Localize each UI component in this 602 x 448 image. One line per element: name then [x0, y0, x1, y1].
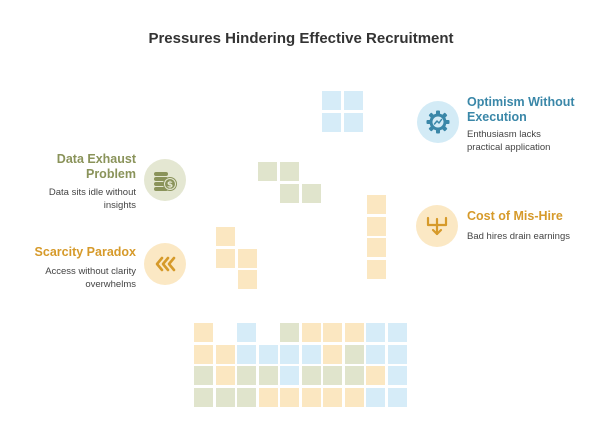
decorative-tile	[344, 366, 364, 385]
decorative-tile	[216, 227, 235, 246]
decorative-tile	[258, 162, 277, 181]
decorative-tile	[344, 387, 364, 407]
gear-chart-icon	[426, 110, 450, 134]
data-exhaust-heading: Data Exhaust Problem	[56, 152, 136, 181]
decorative-tile	[216, 249, 235, 268]
decorative-tile	[194, 387, 213, 407]
decorative-tile	[367, 217, 386, 236]
decorative-tile	[194, 323, 213, 342]
decorative-tile	[280, 184, 299, 203]
mis-hire-heading: Cost of Mis-Hire	[467, 209, 563, 223]
decorative-tile	[344, 344, 364, 364]
decorative-tile	[344, 323, 364, 342]
triple-chevron-left-icon	[155, 256, 176, 272]
decorative-tile	[302, 184, 321, 203]
decorative-tile	[387, 344, 407, 364]
decorative-tile	[280, 344, 299, 364]
decorative-tile	[238, 249, 257, 268]
optimism-heading: Optimism Without Execution	[467, 95, 575, 124]
decorative-tile	[344, 91, 363, 110]
decorative-tile	[323, 323, 342, 342]
decorative-tile	[301, 344, 321, 364]
decorative-tile	[258, 387, 278, 407]
decorative-tile	[344, 113, 363, 132]
decorative-tile	[301, 387, 321, 407]
page-title: Pressures Hindering Effective Recruitmen…	[148, 30, 454, 47]
mis-hire-description: Bad hires drain earnings	[467, 231, 570, 242]
decorative-tile	[387, 366, 407, 385]
decorative-tile	[323, 366, 342, 385]
decorative-tile	[280, 323, 299, 342]
decorative-tile	[301, 323, 321, 342]
decorative-tile	[215, 387, 235, 407]
data-exhaust-icon-circle: $	[144, 159, 186, 201]
decorative-tile	[367, 260, 386, 279]
optimism-icon-circle	[417, 101, 459, 143]
decorative-tile	[194, 344, 213, 364]
coins-dollar-icon: $	[154, 172, 177, 191]
scarcity-heading: Scarcity Paradox	[34, 245, 136, 259]
decorative-tile	[322, 113, 341, 132]
optimism-description: Enthusiasm lacks practical application	[467, 129, 551, 153]
decorative-tile	[215, 366, 235, 385]
decorative-tile	[194, 366, 213, 385]
decorative-tile	[237, 366, 256, 385]
decorative-tile	[322, 91, 341, 110]
decorative-tile	[367, 195, 386, 214]
decorative-tile	[323, 344, 342, 364]
decorative-tile	[237, 387, 256, 407]
decorative-tile	[366, 366, 385, 385]
decorative-tile	[258, 366, 278, 385]
decorative-tile	[237, 344, 256, 364]
decorative-tile	[237, 323, 256, 342]
scarcity-description: Access without clarity overwhelms	[45, 266, 136, 290]
decorative-tile	[387, 387, 407, 407]
decorative-tile	[301, 366, 321, 385]
decorative-tile	[367, 238, 386, 257]
decorative-tile	[366, 344, 385, 364]
decorative-tile	[238, 270, 257, 289]
decorative-tile	[387, 323, 407, 342]
decorative-tile	[280, 162, 299, 181]
decorative-tile	[366, 323, 385, 342]
decorative-tile	[258, 344, 278, 364]
data-exhaust-description: Data sits idle without insights	[48, 187, 136, 211]
svg-text:$: $	[167, 181, 173, 191]
down-arrow-tray-icon	[426, 216, 448, 236]
mis-hire-icon-circle	[416, 205, 458, 247]
scarcity-icon-circle	[144, 243, 186, 285]
decorative-tile	[215, 344, 235, 364]
decorative-tile	[323, 387, 342, 407]
decorative-tile	[280, 366, 299, 385]
decorative-tile	[366, 387, 385, 407]
decorative-tile	[280, 387, 299, 407]
